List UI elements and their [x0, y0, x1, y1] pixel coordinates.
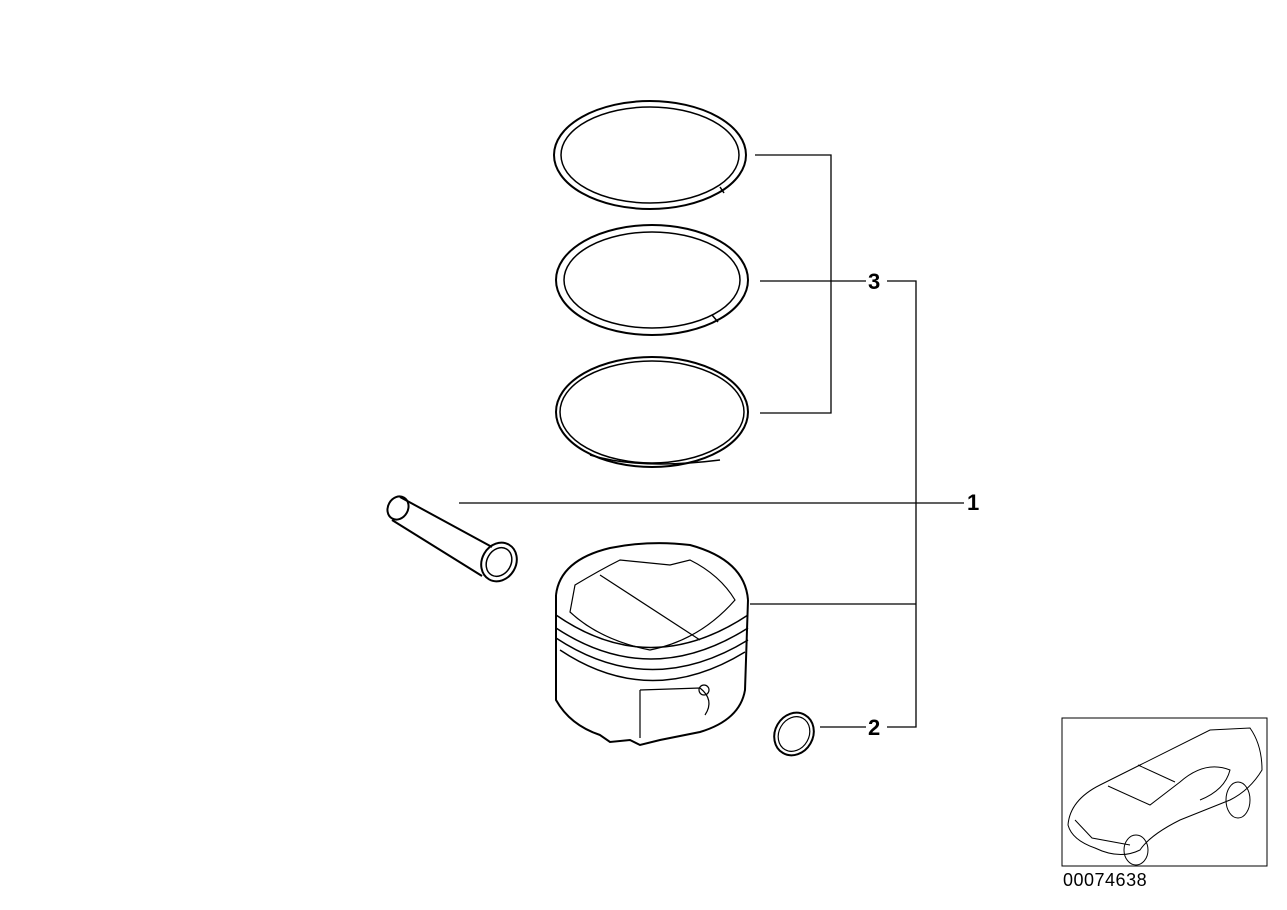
piston-ring-top[interactable]	[553, 100, 747, 210]
callout-1[interactable]: 1	[967, 490, 980, 515]
piston-ring-oil[interactable]	[555, 356, 749, 468]
circlip[interactable]	[767, 705, 822, 762]
piston[interactable]	[555, 542, 749, 747]
leader-lines	[459, 154, 964, 728]
callout-3[interactable]: 3	[868, 269, 881, 294]
piston-pin[interactable]	[383, 493, 523, 588]
vehicle-thumbnail[interactable]	[1061, 717, 1268, 867]
illustration-code: 00074638	[1063, 870, 1148, 890]
callout-2[interactable]: 2	[868, 715, 881, 740]
piston-ring-middle[interactable]	[555, 224, 749, 336]
